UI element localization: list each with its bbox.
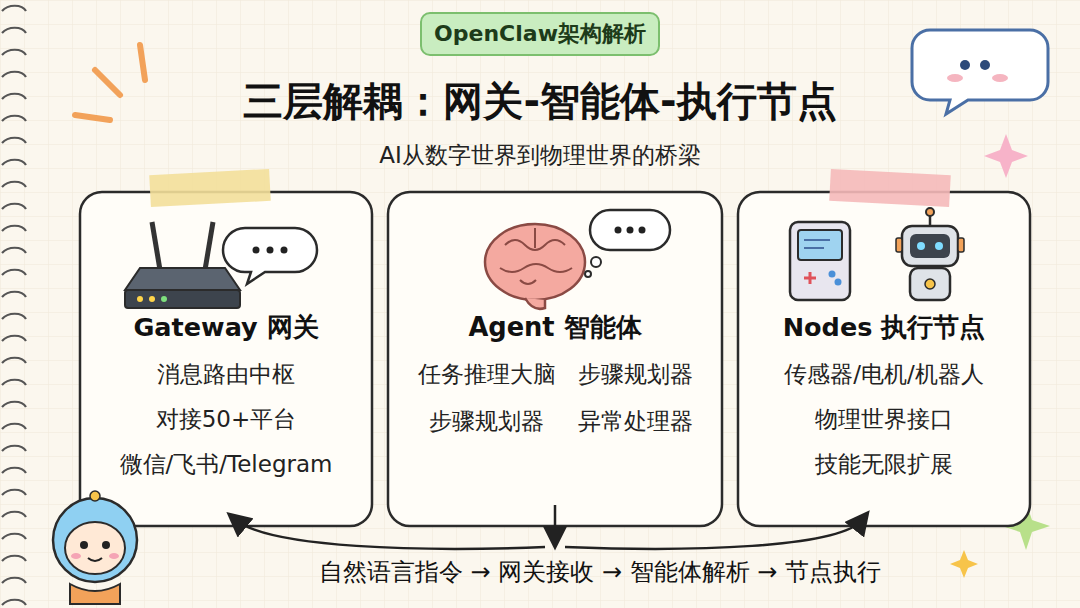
box-body: 任务推理大脑步骤规划器步骤规划器异常处理器 [388,359,722,437]
layer-box: Nodes 执行节点传感器/电机/机器人物理世界接口技能无限扩展 [738,192,1030,526]
label-text: 自然语言指令 → 网关接收 → 智能体解析 → 节点执行 [150,556,1050,588]
box-line: 传感器/电机/机器人 [784,359,984,390]
label-text: AI从数字世界到物理世界的桥梁 [0,140,1080,171]
box-body: 消息路由中枢对接50+平台微信/飞书/Telegram [80,359,372,480]
box-line: 步骤规划器 [418,406,556,437]
box-heading: Gateway 网关 [80,310,372,345]
box-line: 技能无限扩展 [815,449,953,480]
title-text: 三层解耦：网关-智能体-执行节点 [0,74,1080,129]
box-line: 对接50+平台 [156,404,297,435]
box-line: 步骤规划器 [578,359,693,390]
box-line: 异常处理器 [578,406,693,437]
box-line: 消息路由中枢 [157,359,295,390]
box-heading: Agent 智能体 [388,310,722,345]
box-heading: Nodes 执行节点 [738,310,1030,345]
layer-box: Agent 智能体任务推理大脑步骤规划器步骤规划器异常处理器 [388,192,722,526]
box-line: 任务推理大脑 [418,359,556,390]
box-body: 传感器/电机/机器人物理世界接口技能无限扩展 [738,359,1030,480]
layer-box: Gateway 网关消息路由中枢对接50+平台微信/飞书/Telegram [80,192,372,526]
tag-text: OpenClaw架构解析 [434,19,646,49]
box-line: 物理世界接口 [815,404,953,435]
tag-pill: OpenClaw架构解析 [420,12,660,56]
box-line: 微信/飞书/Telegram [120,449,333,480]
